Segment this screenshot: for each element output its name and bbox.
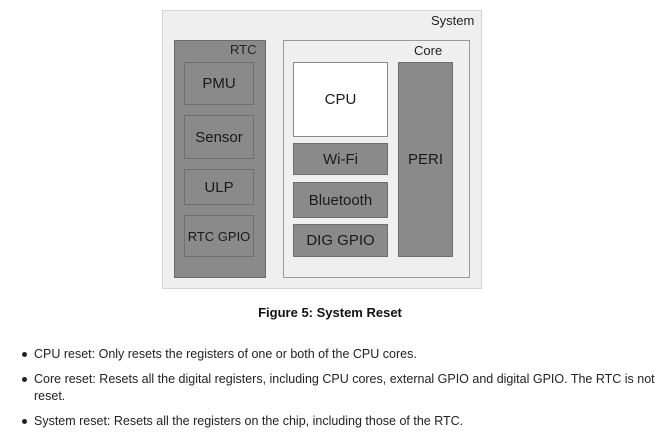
- rtc-label: RTC: [230, 42, 257, 57]
- system-label: System: [431, 13, 475, 28]
- list-item-cpu-reset: CPU reset: Only resets the registers of …: [22, 346, 660, 363]
- figure-caption: Figure 5: System Reset: [258, 305, 402, 320]
- core-label: Core: [414, 43, 443, 58]
- rtc-gpio-block: RTC GPIO: [184, 215, 254, 257]
- list-item-core-reset: Core reset: Resets all the digital regis…: [22, 371, 660, 405]
- reset-type-list: CPU reset: Only resets the registers of …: [18, 346, 660, 438]
- list-item-system-reset: System reset: Resets all the registers o…: [22, 413, 660, 430]
- dig-gpio-block: DIG GPIO: [293, 224, 388, 257]
- wifi-block: Wi-Fi: [293, 143, 388, 175]
- ulp-block: ULP: [184, 169, 254, 205]
- bluetooth-block: Bluetooth: [293, 182, 388, 218]
- peri-block: PERI: [398, 62, 453, 257]
- sensor-block: Sensor: [184, 115, 254, 159]
- cpu-block: CPU: [293, 62, 388, 137]
- pmu-block: PMU: [184, 62, 254, 105]
